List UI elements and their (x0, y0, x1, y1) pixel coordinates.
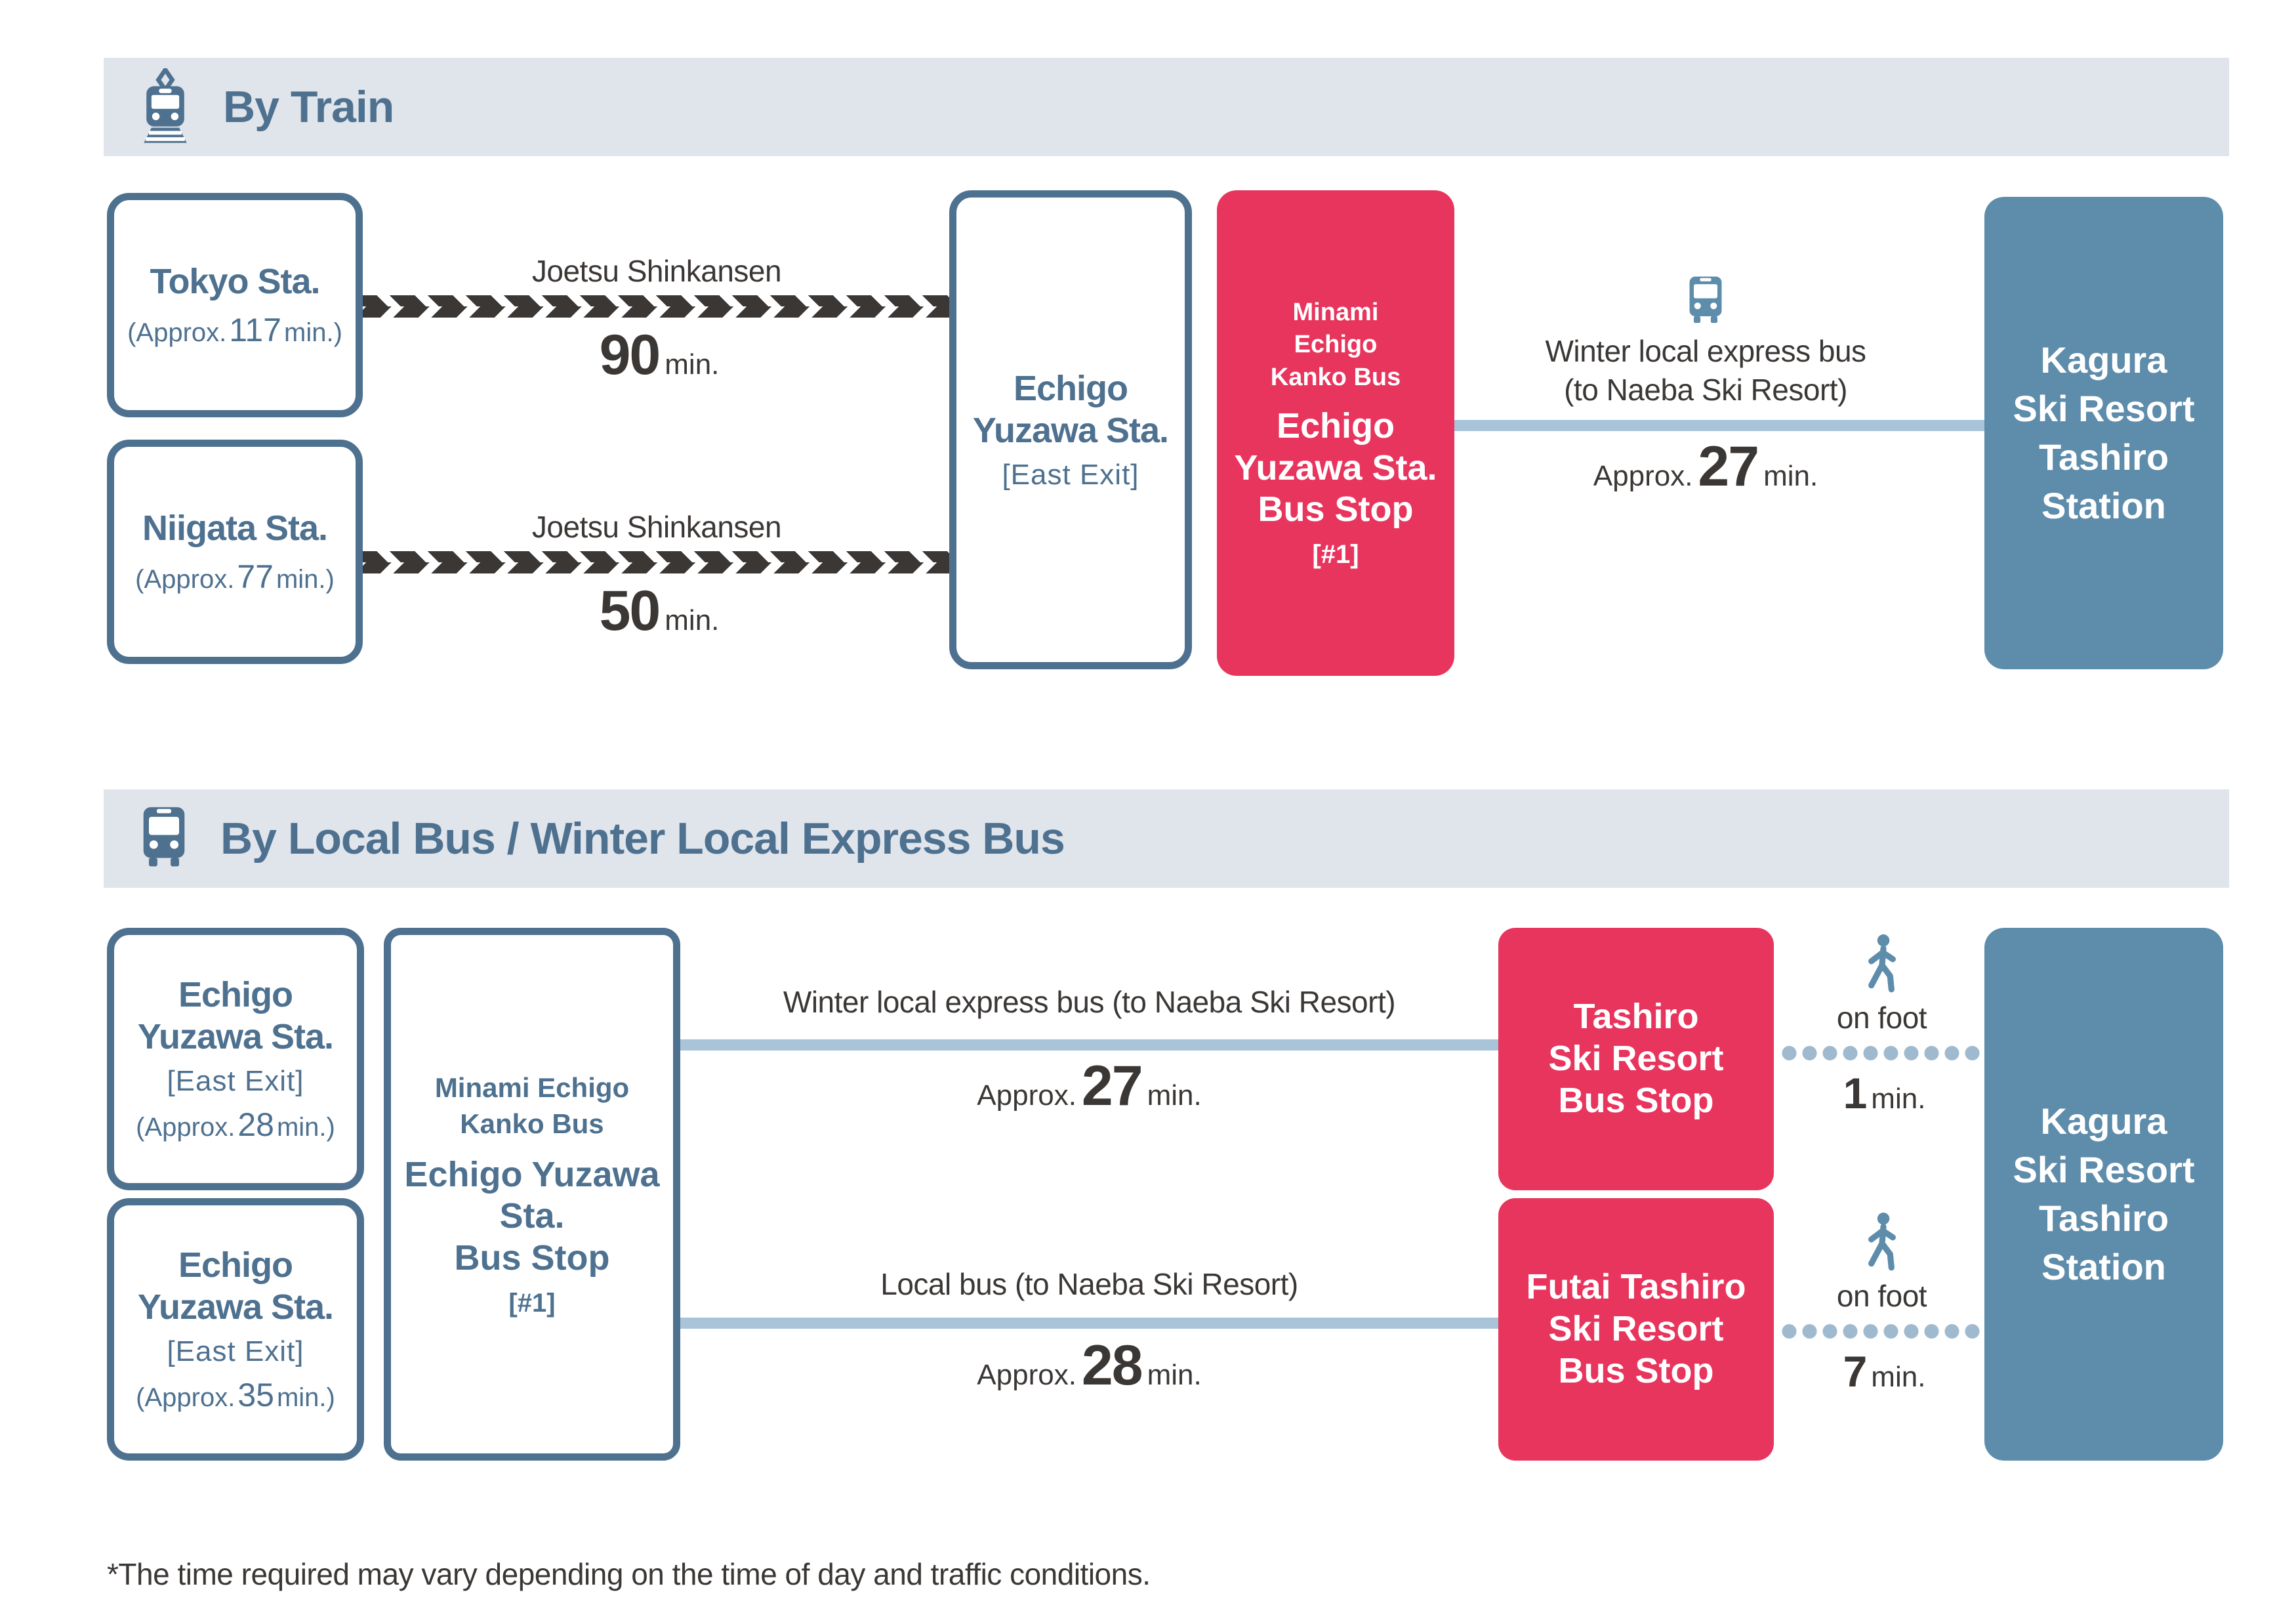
route-label: Winter local express bus (to Naeba Ski R… (1545, 334, 1866, 407)
station-name: Echigo Yuzawa Sta. (972, 369, 1169, 450)
bus-operator: Minami Echigo Kanko Bus (1270, 298, 1401, 391)
tashiro-bus-stop-box: Tashiro Ski Resort Bus Stop (1498, 928, 1774, 1190)
train-icon (134, 68, 197, 146)
by-bus-header-band: By Local Bus / Winter Local Express Bus (104, 789, 2229, 888)
station-name: Echigo Yuzawa Sta. (137, 1245, 334, 1327)
shinkansen-line-label: Joetsu Shinkansen (531, 254, 782, 288)
walking-person-icon (1779, 934, 1984, 995)
exit-label: [East Exit] (167, 1335, 304, 1367)
station-name: Niigata Sta. (142, 509, 328, 549)
walk-dotted-line (1779, 1318, 1984, 1344)
exit-label: [East Exit] (1002, 458, 1139, 491)
bus-stop-platform: [#1] (508, 1288, 556, 1318)
route-label: Local bus (to Naeba Ski Resort) (880, 1267, 1298, 1301)
echigo-yuzawa-origin-box-1: Echigo Yuzawa Sta. [East Exit] (Approx.2… (107, 928, 364, 1190)
route-line (680, 1318, 1498, 1329)
bus-stop-name: Futai Tashiro Ski Resort Bus Stop (1526, 1267, 1746, 1390)
kagura-destination-box: Kagura Ski Resort Tashiro Station (1984, 197, 2223, 669)
route-line (680, 1039, 1498, 1051)
bus-stop-name: Echigo Yuzawa Sta. Bus Stop (1234, 406, 1437, 530)
route-duration: Approx. 27 min. (1593, 435, 1818, 498)
bus-stop-platform: [#1] (1312, 540, 1359, 570)
walk-dotted-line (1779, 1040, 1984, 1066)
walk-duration: 7 min. (1843, 1347, 1926, 1396)
echigo-yuzawa-bus-stop-box-2: Minami Echigo Kanko Bus Echigo Yuzawa St… (384, 928, 680, 1461)
walk-duration: 1 min. (1843, 1069, 1926, 1117)
bus-icon (1441, 274, 1971, 328)
footnote: *The time required may vary depending on… (107, 1557, 1151, 1591)
echigo-yuzawa-origin-box-2: Echigo Yuzawa Sta. [East Exit] (Approx.3… (107, 1198, 364, 1461)
walking-person-icon (1779, 1213, 1984, 1273)
station-name: Echigo Yuzawa Sta. (137, 975, 334, 1056)
station-name: Tokyo Sta. (150, 262, 320, 302)
shinkansen-duration-2: 50 min. (599, 579, 720, 642)
futai-tashiro-bus-stop-box: Futai Tashiro Ski Resort Bus Stop (1498, 1198, 1774, 1461)
bus-operator: Minami Echigo Kanko Bus (434, 1072, 630, 1139)
route-label: Winter local express bus (to Naeba Ski R… (783, 985, 1396, 1019)
exit-label: [East Exit] (167, 1064, 304, 1097)
shinkansen-line-label: Joetsu Shinkansen (531, 510, 782, 544)
shinkansen-duration-1: 90 min. (599, 323, 720, 386)
route-duration: Approx. 28 min. (977, 1334, 1202, 1397)
bus-stop-name: Echigo Yuzawa Sta. Bus Stop (404, 1154, 660, 1278)
route-line (1454, 420, 1984, 431)
echigo-yuzawa-bus-stop-box: Minami Echigo Kanko Bus Echigo Yuzawa St… (1217, 190, 1454, 676)
shinkansen-track-1 (363, 295, 951, 318)
walk-label: on foot (1836, 1279, 1927, 1313)
by-train-title: By Train (223, 82, 394, 132)
by-train-header-band: By Train (104, 58, 2229, 156)
by-bus-title: By Local Bus / Winter Local Express Bus (220, 814, 1065, 864)
shinkansen-track-2 (363, 551, 951, 573)
route-duration: Approx. 27 min. (977, 1054, 1202, 1117)
kagura-destination-box: Kagura Ski Resort Tashiro Station (1984, 928, 2223, 1461)
bus-stop-name: Tashiro Ski Resort Bus Stop (1548, 997, 1724, 1120)
echigo-yuzawa-station-box: Echigo Yuzawa Sta. [East Exit] (949, 190, 1192, 669)
walk-label: on foot (1836, 1001, 1927, 1035)
bus-icon (134, 804, 194, 873)
